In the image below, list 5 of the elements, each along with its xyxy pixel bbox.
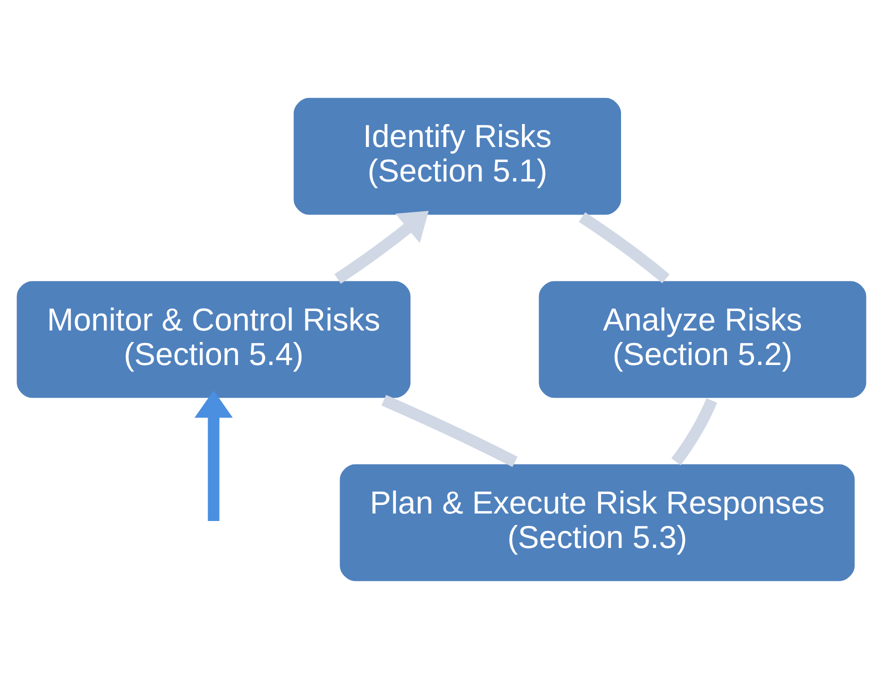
connector <box>578 212 670 283</box>
arrow <box>194 390 233 521</box>
connector <box>671 398 718 465</box>
arrow <box>334 210 429 284</box>
connector <box>381 394 518 467</box>
